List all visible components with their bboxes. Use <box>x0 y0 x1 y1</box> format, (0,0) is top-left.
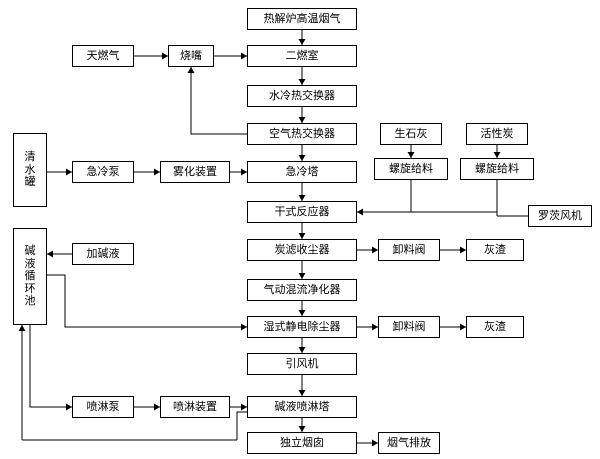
node-box[interactable]: 加碱液 <box>72 243 134 265</box>
node-box[interactable]: 灰渣 <box>466 316 524 338</box>
node-box[interactable]: 卸料阀 <box>378 316 440 338</box>
node-box[interactable]: 生石灰 <box>380 123 442 145</box>
node-box[interactable]: 烟气排放 <box>378 432 440 454</box>
node-box[interactable]: 碱 液 循 环 池 <box>13 228 47 325</box>
node-box[interactable]: 空气热交换器 <box>247 123 357 145</box>
node-box[interactable]: 干式反应器 <box>247 201 357 223</box>
node-box[interactable]: 水冷热交换器 <box>247 85 357 107</box>
node-box[interactable]: 喷淋装置 <box>160 396 230 418</box>
node-box[interactable]: 急冷泵 <box>72 161 134 183</box>
node-box[interactable]: 湿式静电除尘器 <box>247 316 357 338</box>
node-box[interactable]: 热解炉高温烟气 <box>247 8 357 30</box>
node-box[interactable]: 灰渣 <box>466 239 524 261</box>
node-box[interactable]: 螺旋给料 <box>374 158 448 180</box>
node-box[interactable]: 雾化装置 <box>160 161 230 183</box>
node-box[interactable]: 急冷塔 <box>247 161 357 183</box>
node-box[interactable]: 独立烟囱 <box>247 432 357 454</box>
node-box[interactable]: 清 水 罐 <box>13 133 47 207</box>
node-box[interactable]: 活性炭 <box>466 123 528 145</box>
node-box[interactable]: 烧嘴 <box>168 45 214 67</box>
node-box[interactable]: 喷淋泵 <box>72 396 134 418</box>
node-box[interactable]: 卸料阀 <box>378 239 440 261</box>
node-box[interactable]: 碱液喷淋塔 <box>247 396 357 418</box>
node-box[interactable]: 炭滤收尘器 <box>247 239 357 261</box>
node-box[interactable]: 引风机 <box>247 353 357 375</box>
node-box[interactable]: 螺旋给料 <box>460 158 534 180</box>
node-box[interactable]: 二燃室 <box>247 45 357 67</box>
node-box[interactable]: 罗茨风机 <box>528 205 592 227</box>
node-box[interactable]: 天燃气 <box>72 45 134 67</box>
node-box[interactable]: 气动混流净化器 <box>247 279 357 301</box>
